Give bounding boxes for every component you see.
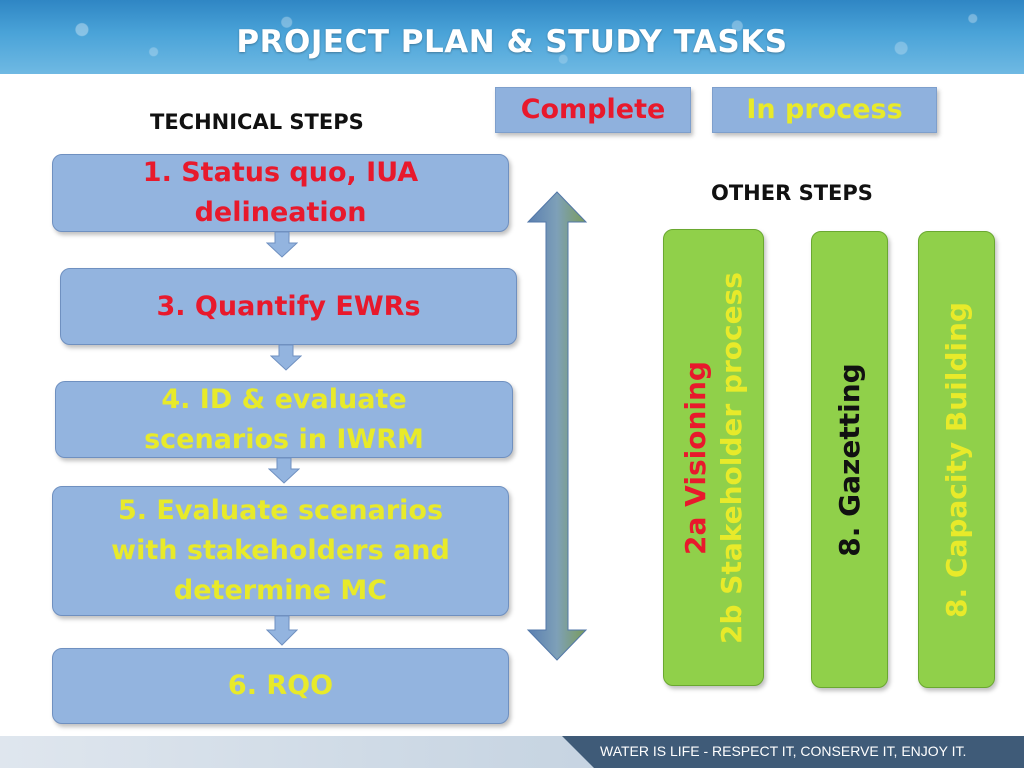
step-id-evaluate: 4. ID & evaluate scenarios in IWRM	[55, 381, 513, 458]
other-step-gazetting-text: 8. Gazetting	[832, 362, 866, 557]
step-evaluate-stakeholders: 5. Evaluate scenarios with stakeholders …	[52, 486, 509, 616]
other-steps-label: OTHER STEPS	[711, 181, 873, 205]
step-quantify-ewrs-line1: 3. Quantify EWRs	[156, 290, 421, 322]
footer-slogan: WATER IS LIFE - RESPECT IT, CONSERVE IT,…	[600, 743, 967, 759]
other-step-stakeholder-line: 2b Stakeholder process	[714, 271, 748, 644]
step-id-evaluate-line2: scenarios in IWRM	[144, 423, 424, 455]
page-title: PROJECT PLAN & STUDY TASKS	[236, 24, 788, 60]
other-step-capacity-building-text: 8. Capacity Building	[939, 301, 973, 618]
step-evaluate-stakeholders-line2: with stakeholders and	[111, 535, 450, 566]
down-arrow-1	[266, 232, 298, 258]
step-id-evaluate-line1: 4. ID & evaluate	[161, 383, 407, 415]
double-headed-arrow	[526, 191, 588, 661]
footer-dark-band	[562, 736, 1024, 768]
other-step-visioning-stakeholder: 2a Visioning 2b Stakeholder process	[663, 229, 764, 686]
down-arrow-4	[266, 616, 298, 646]
header-banner	[0, 0, 1024, 74]
technical-steps-label: TECHNICAL STEPS	[150, 110, 364, 134]
step-status-quo-line2: delineation	[194, 197, 367, 228]
other-step-visioning-stakeholder-text: 2a Visioning 2b Stakeholder process	[678, 272, 750, 644]
legend-complete: Complete	[495, 87, 691, 133]
step-quantify-ewrs: 3. Quantify EWRs	[60, 268, 517, 345]
other-step-gazetting: 8. Gazetting	[811, 231, 888, 688]
step-rqo-line1: 6. RQO	[227, 670, 334, 701]
step-rqo: 6. RQO	[52, 648, 509, 724]
other-step-capacity-building: 8. Capacity Building	[918, 231, 995, 688]
other-step-visioning-line: 2a Visioning	[678, 360, 712, 555]
step-evaluate-stakeholders-line1: 5. Evaluate scenarios	[117, 495, 444, 526]
step-evaluate-stakeholders-line3: determine MC	[173, 575, 388, 606]
legend-in-process: In process	[712, 87, 937, 133]
step-status-quo-line1: 1. Status quo, IUA	[142, 157, 419, 188]
down-arrow-2	[270, 345, 302, 371]
down-arrow-3	[268, 458, 300, 484]
step-status-quo: 1. Status quo, IUA delineation	[52, 154, 509, 232]
